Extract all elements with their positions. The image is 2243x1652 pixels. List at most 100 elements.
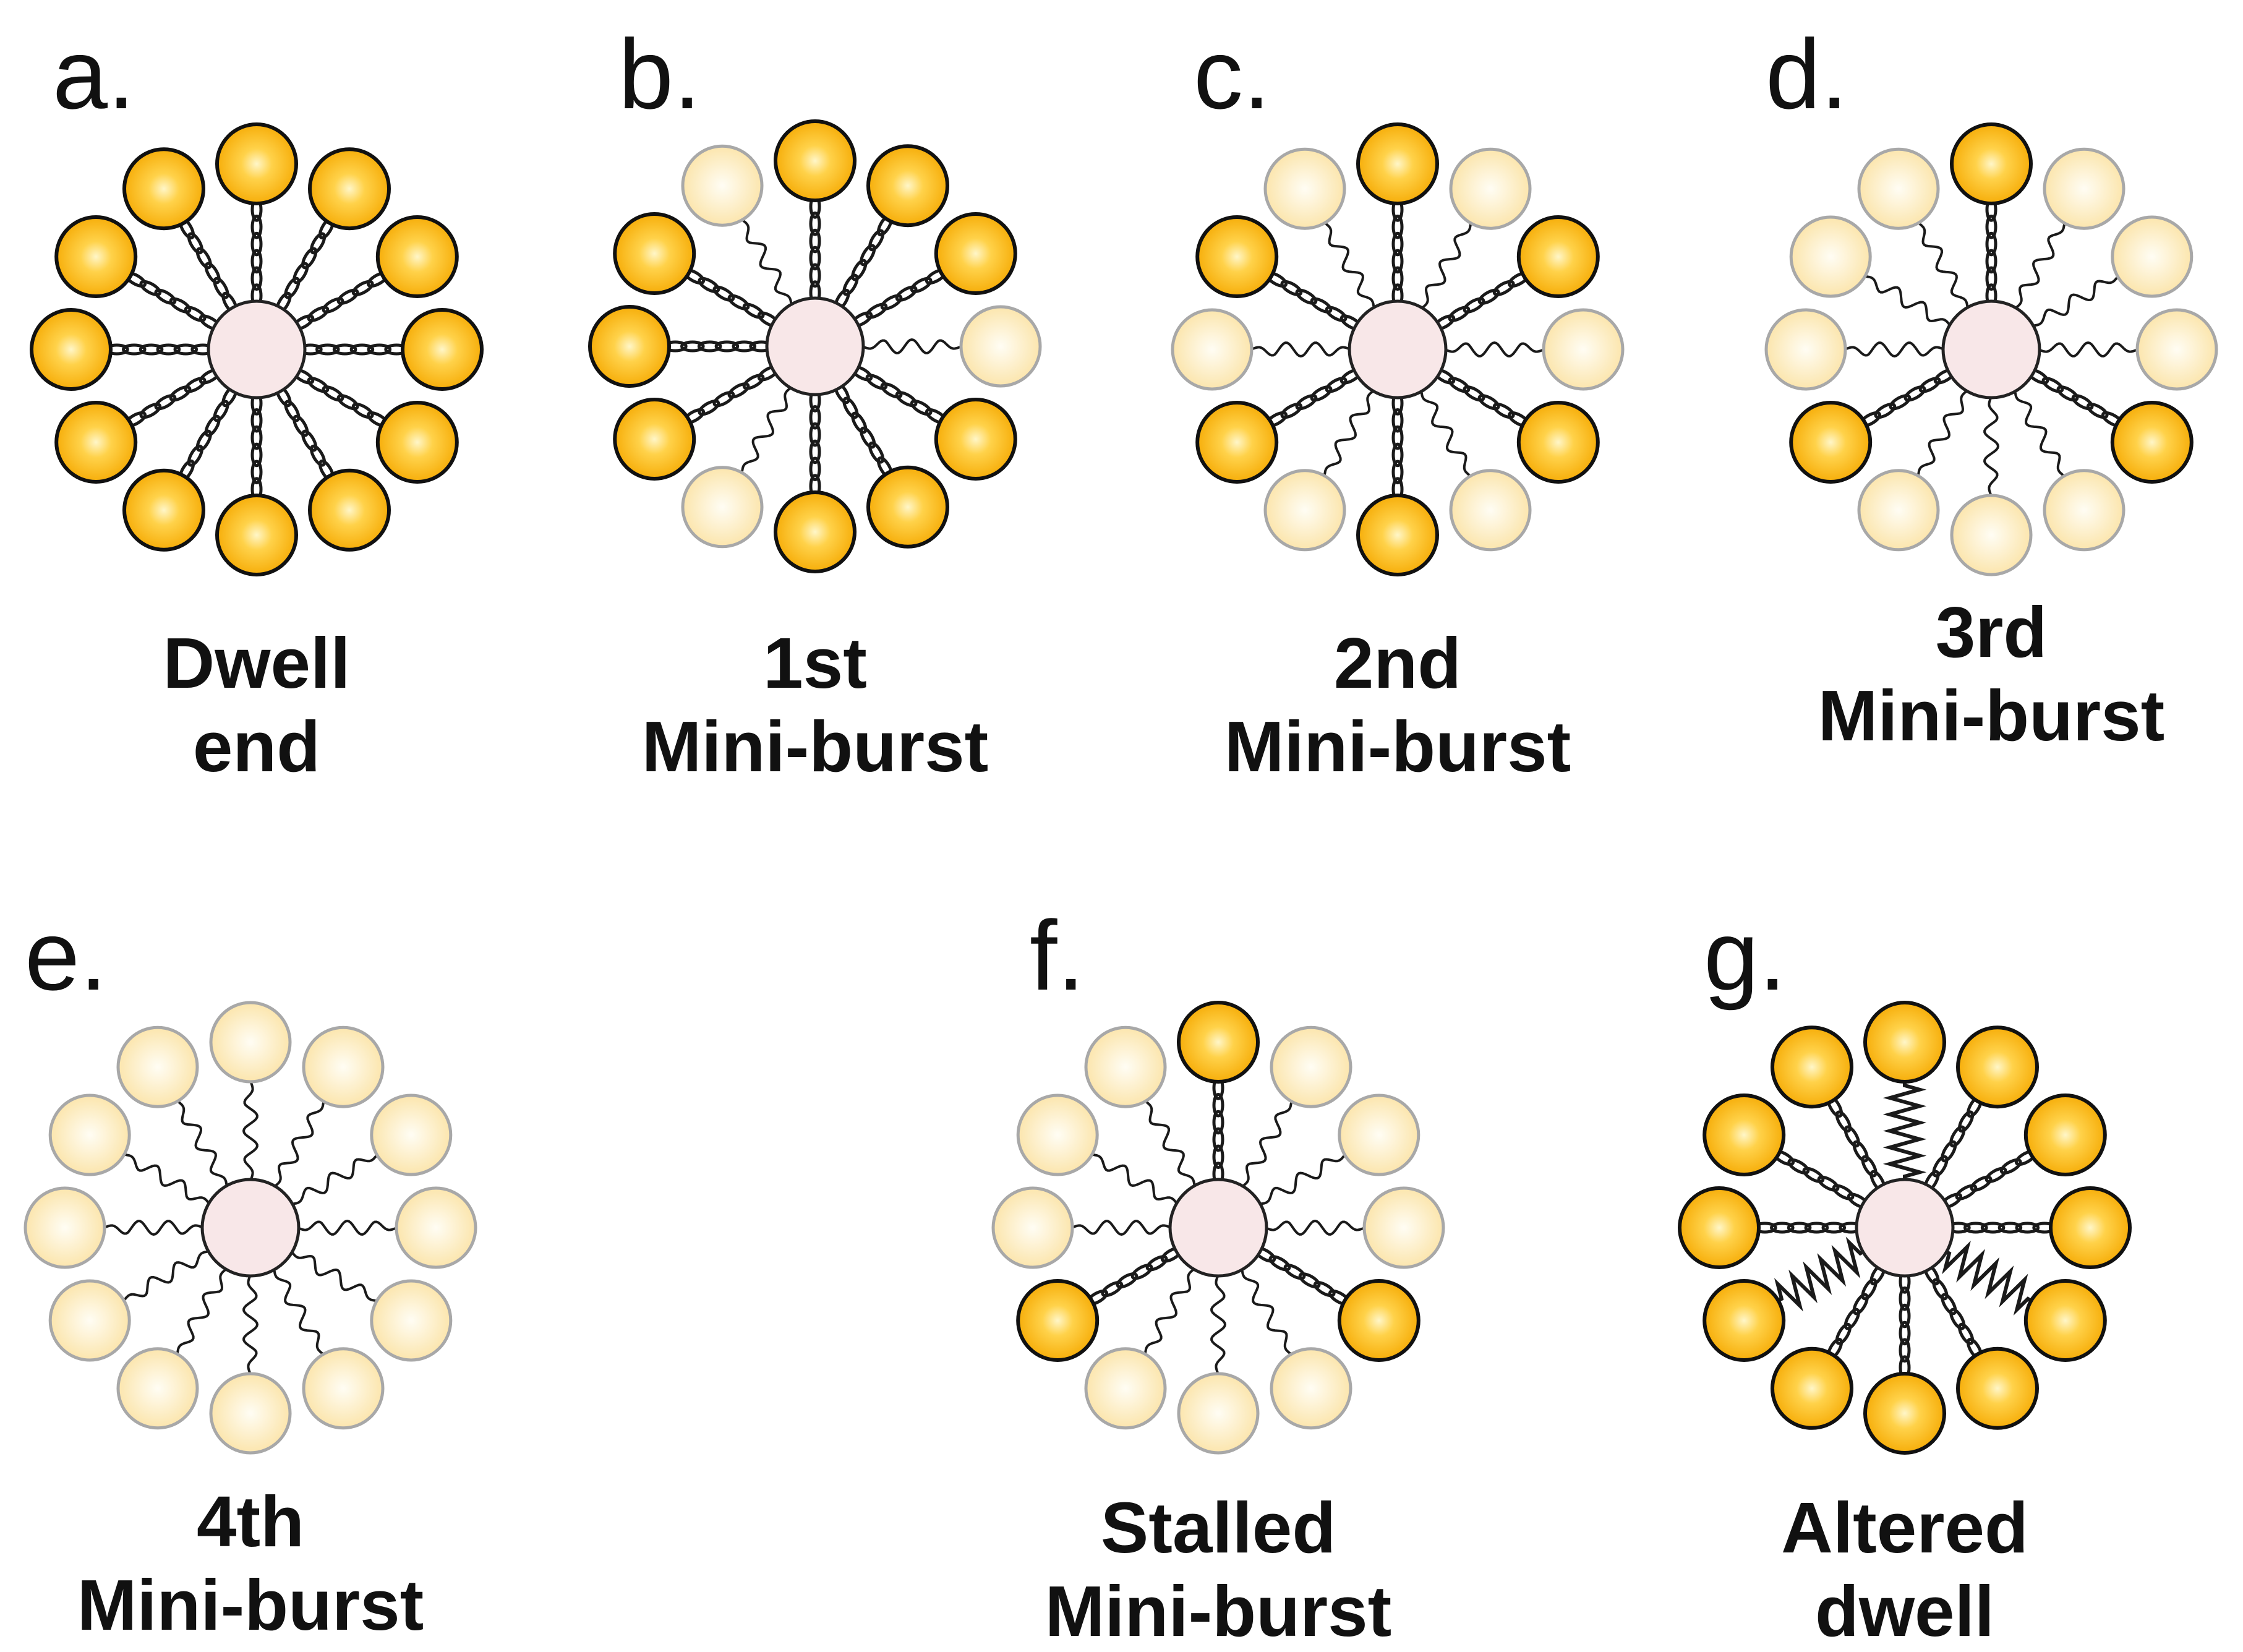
engaged-subunit xyxy=(1177,1001,1260,1084)
chain-link-segment xyxy=(1391,460,1404,485)
chain-link-segment xyxy=(250,408,263,433)
chain-link-segment xyxy=(139,280,162,296)
chain-link-segment xyxy=(1817,1175,1840,1192)
released-subunit xyxy=(48,1279,131,1362)
chain-link-segment xyxy=(1448,306,1471,322)
chain-link-segment xyxy=(1802,1166,1825,1183)
chain-link-segment xyxy=(860,244,876,267)
chain-link-segment xyxy=(1310,297,1333,314)
chain-link-segment xyxy=(742,302,765,319)
engaged-subunit xyxy=(1356,122,1439,205)
engaged-subunit xyxy=(1771,1346,1853,1430)
released-subunit xyxy=(1857,469,1940,552)
chain-link-segment xyxy=(1448,377,1471,393)
chain-link-segment xyxy=(301,429,318,452)
chain-link-segment xyxy=(895,391,918,408)
engaged-subunit xyxy=(1950,122,2033,205)
chain-link-segment xyxy=(1391,215,1404,239)
chain-link-segment xyxy=(851,411,868,434)
chain-link-segment xyxy=(1212,1093,1224,1118)
chain-link-segment xyxy=(1985,249,1997,274)
chain-link-segment xyxy=(809,422,821,447)
engaged-subunit xyxy=(1678,1186,1761,1269)
released-subunit xyxy=(1950,494,2033,576)
caption-line: Mini-burst xyxy=(1224,706,1571,787)
wavy-linker xyxy=(2036,341,2140,357)
released-subunit xyxy=(1362,1186,1445,1269)
engaged-subunit xyxy=(2110,401,2194,484)
engaged-subunit xyxy=(30,308,113,391)
spring-linker xyxy=(1882,1079,1927,1183)
wavy-linker xyxy=(1983,394,2000,499)
chain-link-segment xyxy=(1903,385,1926,402)
chain-link-segment xyxy=(250,460,263,485)
engaged-subunit xyxy=(1195,215,1279,298)
chain-link-segment xyxy=(122,343,147,356)
engaged-subunit xyxy=(122,147,205,231)
engaged-subunit xyxy=(934,398,1017,481)
wavy-linker xyxy=(1249,341,1353,358)
chain-link-segment xyxy=(195,247,212,270)
chain-link-segment xyxy=(2015,1222,2040,1234)
engaged-subunit xyxy=(215,494,298,576)
engaged-subunit xyxy=(401,308,484,391)
chain-link-segment xyxy=(697,340,722,353)
chain-link-segment xyxy=(213,276,229,299)
wavy-linker xyxy=(740,385,794,476)
chain-link-segment xyxy=(1899,1320,1911,1346)
released-subunit xyxy=(302,1025,385,1108)
engaged-subunit xyxy=(1863,1001,1946,1084)
chain-link-segment xyxy=(698,276,720,293)
chain-link-segment xyxy=(187,232,203,255)
engaged-subunit xyxy=(1356,494,1439,576)
released-subunit xyxy=(209,1001,292,1084)
chain-link-segment xyxy=(293,414,309,437)
chain-link-segment xyxy=(351,403,374,419)
chain-link-segment xyxy=(1932,1278,1949,1301)
released-subunit xyxy=(991,1186,1074,1269)
chain-link-segment xyxy=(809,439,821,464)
chain-link-segment xyxy=(322,297,344,314)
wavy-linker xyxy=(860,338,964,354)
wavy-linker xyxy=(1257,1152,1348,1207)
chain-link-segment xyxy=(315,343,340,356)
chain-link-segment xyxy=(1280,280,1303,296)
released-subunit xyxy=(48,1093,131,1176)
released-subunit xyxy=(1857,147,1940,230)
chain-link-segment xyxy=(865,302,888,319)
panel-letter: e. xyxy=(25,900,107,1011)
chain-link-segment xyxy=(250,214,263,239)
engaged-subunit xyxy=(54,401,138,484)
chain-link-segment xyxy=(154,288,177,305)
chain-link-segment xyxy=(1899,1303,1911,1329)
wavy-linker xyxy=(2012,220,2067,311)
wavy-linker xyxy=(2030,274,2121,328)
engaged-subunit xyxy=(54,215,138,298)
panel-letter: a. xyxy=(53,19,135,129)
chain-link-segment xyxy=(809,456,821,482)
chain-link-segment xyxy=(1477,394,1500,411)
released-subunit xyxy=(2111,215,2194,298)
chain-link-segment xyxy=(250,231,263,257)
chain-link-segment xyxy=(322,385,344,402)
chain-link-segment xyxy=(868,441,885,464)
wavy-linker xyxy=(2012,388,2067,479)
chain-link-segment xyxy=(1958,1110,1975,1133)
engaged-subunit xyxy=(774,119,857,202)
caption-line: 2nd xyxy=(1334,623,1461,703)
caption-line: Altered xyxy=(1781,1487,2028,1568)
engaged-subunit xyxy=(2023,1093,2107,1176)
chain-link-segment xyxy=(2056,385,2079,402)
chain-link-segment xyxy=(173,343,199,356)
chain-link-segment xyxy=(1787,1158,1810,1175)
central-hub xyxy=(765,296,865,396)
central-hub xyxy=(1168,1178,1268,1278)
released-subunit xyxy=(1263,147,1346,230)
caption-line: Mini-burst xyxy=(1045,1571,1392,1651)
engaged-subunit xyxy=(1956,1025,2039,1109)
chain-link-segment xyxy=(842,273,859,296)
released-subunit xyxy=(302,1347,385,1430)
engaged-subunit xyxy=(1703,1279,1786,1362)
